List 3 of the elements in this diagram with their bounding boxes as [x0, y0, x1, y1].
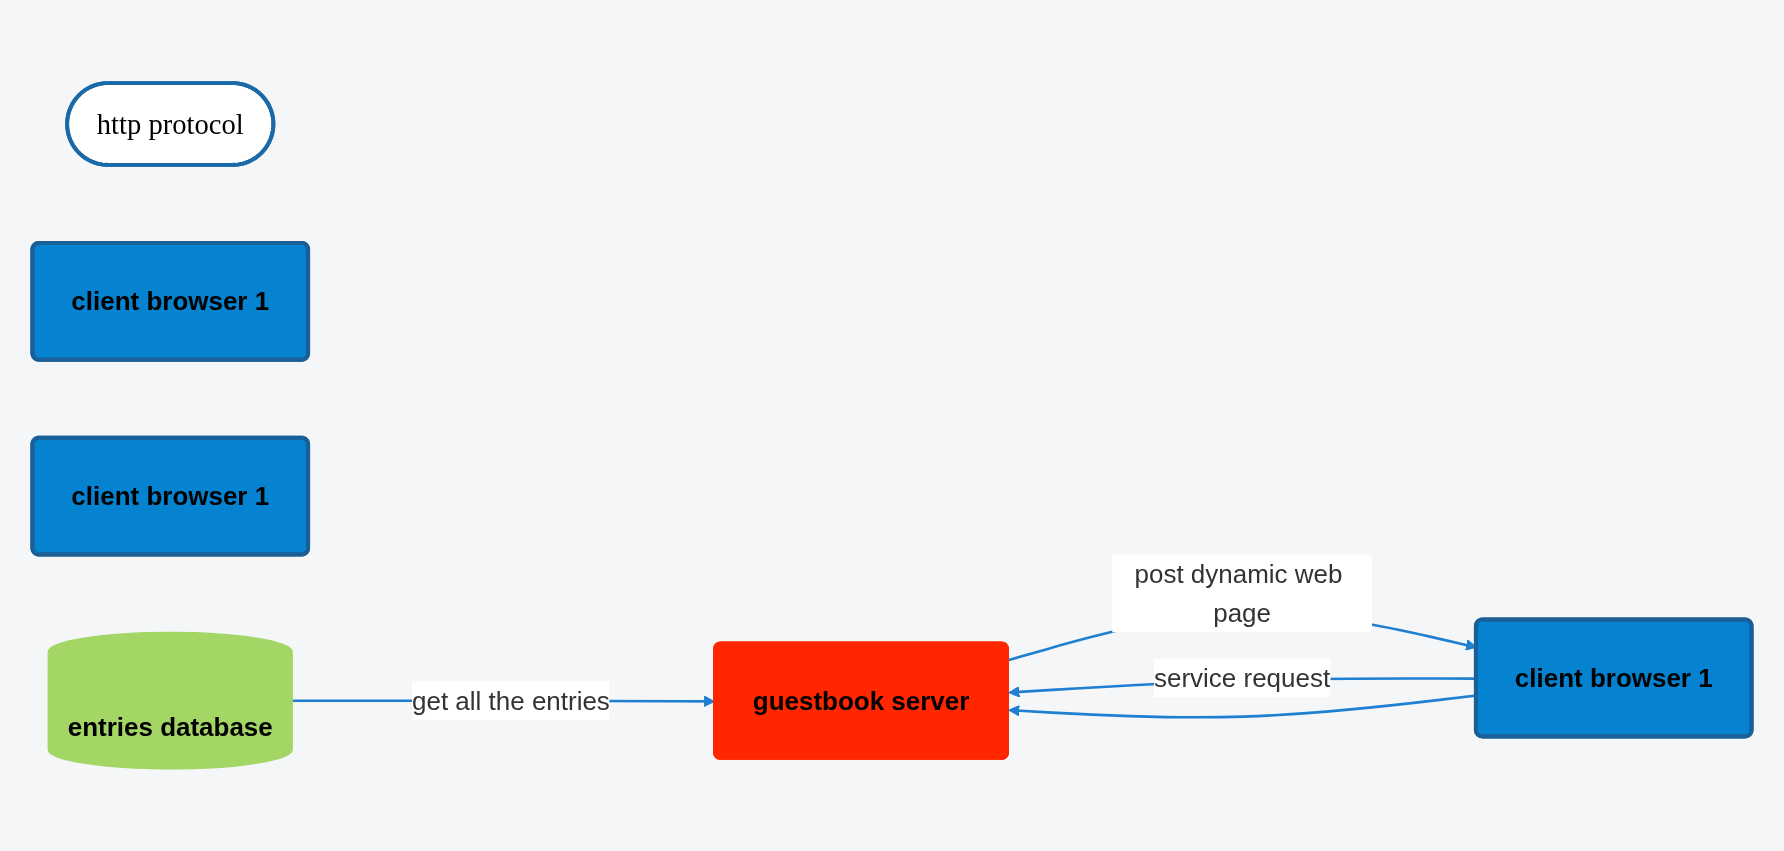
edge-label: post dynamic web page: [1134, 559, 1343, 627]
edge-label: get all the entries: [412, 685, 610, 715]
edge-label: service request: [1154, 663, 1331, 692]
